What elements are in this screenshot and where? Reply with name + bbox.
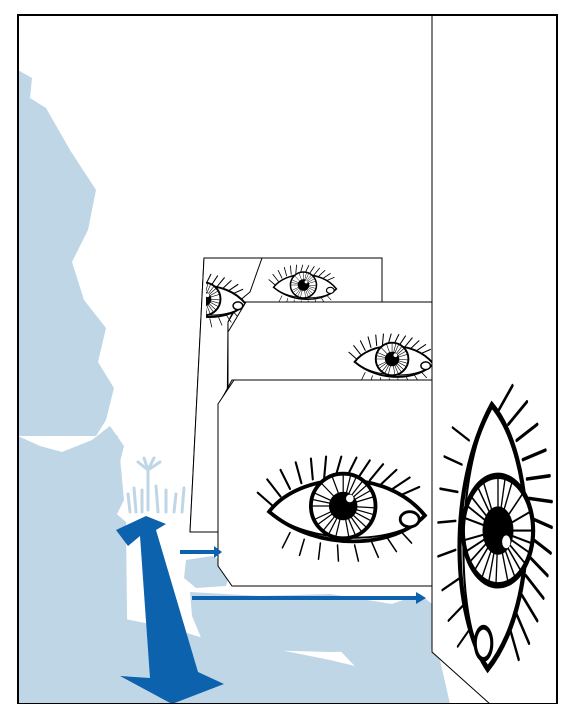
eye-card-front xyxy=(218,380,432,586)
eye-panel-right xyxy=(432,15,557,704)
